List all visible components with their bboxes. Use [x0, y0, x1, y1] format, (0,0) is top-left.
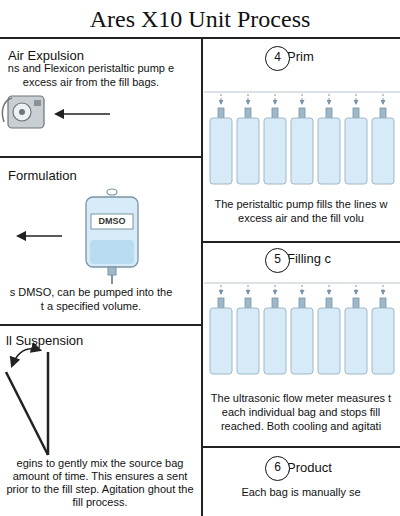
step-number: 5	[265, 248, 290, 273]
pointer-arrow	[18, 235, 62, 237]
step-heading: ll Suspension	[6, 332, 186, 349]
agitation-stand	[6, 349, 48, 455]
step-panel: Filling c The ultrasonic flow meter measu…	[203, 243, 400, 446]
step-panel: ProductEach bag is manually se 6	[203, 448, 400, 516]
step-number-text: 6	[266, 460, 289, 475]
fill-bag	[372, 94, 394, 184]
fill-bag	[291, 94, 313, 184]
step-number: 4	[265, 46, 290, 71]
peristaltic-pump	[2, 96, 44, 128]
fill-bag	[318, 285, 340, 374]
fill-bag	[237, 285, 259, 374]
step-heading: Air Expulsion	[8, 47, 188, 64]
step-description: ns and Flexicon peristaltic pump e exces…	[5, 61, 177, 89]
step-heading: Filling c	[287, 250, 387, 267]
step-number-text: 4	[266, 50, 289, 65]
step-description: Each bag is manually se	[207, 485, 395, 499]
bag-label: DMSO	[91, 214, 133, 229]
fill-bag	[318, 94, 340, 184]
step-panel: Formulation s DMSO, can be pumped into th…	[0, 158, 201, 324]
step-panel: ll Suspension egins to gently mix the sou…	[0, 326, 201, 516]
manifold-line	[204, 92, 400, 93]
step-heading: Prim	[287, 48, 387, 65]
fill-bag	[210, 285, 232, 374]
fill-bag	[264, 94, 286, 184]
fill-bag-rows	[204, 92, 400, 374]
step-description: The ultrasonic flow meter measures t eac…	[207, 391, 395, 433]
formulation-bag	[86, 189, 138, 284]
step-number-text: 5	[266, 252, 289, 267]
step-panel: Air Expulsionns and Flexicon peristaltic…	[0, 39, 201, 156]
fill-bag	[345, 94, 367, 184]
step-description: egins to gently mix the source bag amoun…	[3, 457, 197, 509]
step-panel: PrimThe peristaltic pump fills the lines…	[203, 39, 400, 241]
fill-bag	[264, 285, 286, 374]
fill-bag	[210, 94, 232, 184]
diagram-title: Ares X10 Unit Process	[0, 5, 400, 33]
manifold-line	[204, 283, 400, 284]
step-description: The peristaltic pump fills the lines w e…	[207, 197, 395, 225]
fill-bag	[372, 285, 394, 374]
step-number: 6	[265, 456, 290, 481]
pointer-arrow	[56, 113, 110, 115]
panel-grid	[0, 38, 400, 516]
fill-bag	[345, 285, 367, 374]
fill-bag	[237, 94, 259, 184]
step-heading: Product	[287, 459, 387, 476]
fill-bag	[291, 285, 313, 374]
step-heading: Formulation	[8, 167, 188, 184]
step-description: s DMSO, can be pumped into the t a speci…	[8, 285, 174, 313]
